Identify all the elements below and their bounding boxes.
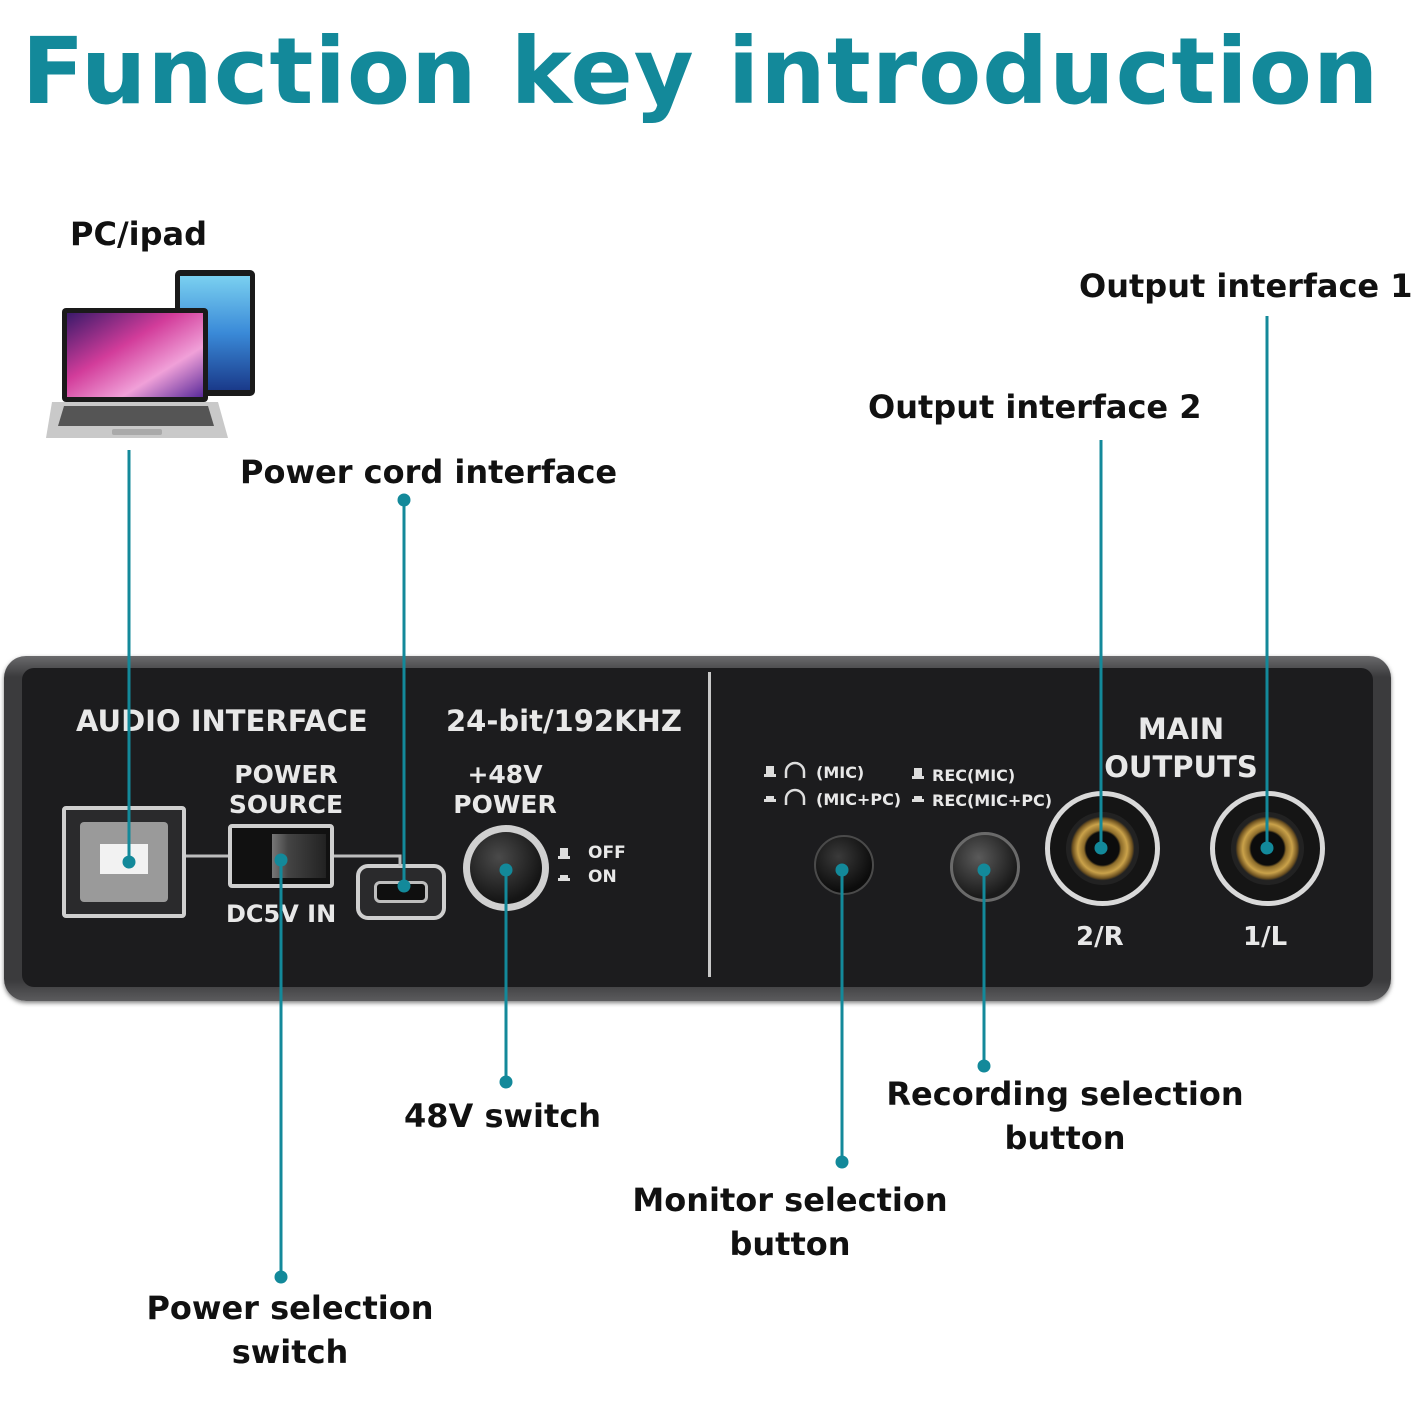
label-monitor-mic: (MIC) (816, 763, 865, 782)
label-out-1l: 1/L (1243, 922, 1288, 952)
label-off: OFF (588, 843, 626, 863)
callout-48v-switch: 48V switch (404, 1097, 602, 1135)
label-dc-in: DC5V IN (226, 900, 337, 928)
monitor-selection-button[interactable] (814, 835, 874, 895)
label-audio-interface: AUDIO INTERFACE (76, 704, 368, 738)
label-monitor-mic-pc: (MIC+PC) (816, 790, 902, 809)
pc-ipad-illustration (46, 270, 255, 438)
panel-divider (708, 672, 711, 977)
label-rec-mic: REC(MIC) (932, 766, 1016, 785)
button-state-icon (912, 768, 924, 802)
usb-b-port[interactable] (62, 806, 186, 918)
output-jack-2r[interactable] (1045, 791, 1160, 906)
laptop-icon (46, 308, 228, 438)
callout-power-cord-interface: Power cord interface (240, 453, 618, 491)
label-out-2r: 2/R (1076, 922, 1124, 952)
page-title: Function key introduction (21, 18, 1380, 125)
recording-selection-button[interactable] (950, 832, 1020, 902)
callout-output-interface-1: Output interface 1 (1079, 267, 1413, 305)
callout-pc-ipad: PC/ipad (70, 215, 207, 253)
micro-usb-power-port[interactable] (356, 864, 446, 920)
output-jack-1l[interactable] (1210, 791, 1325, 906)
callout-output-interface-2: Output interface 2 (868, 388, 1202, 426)
headphone-icon (764, 761, 806, 805)
button-state-icon (558, 848, 570, 881)
label-rec-mic-pc: REC(MIC+PC) (932, 791, 1053, 810)
power-source-switch[interactable] (228, 824, 334, 888)
48v-power-button[interactable] (463, 825, 549, 911)
label-on: ON (588, 867, 617, 887)
label-spec: 24-bit/192KHZ (446, 704, 682, 738)
